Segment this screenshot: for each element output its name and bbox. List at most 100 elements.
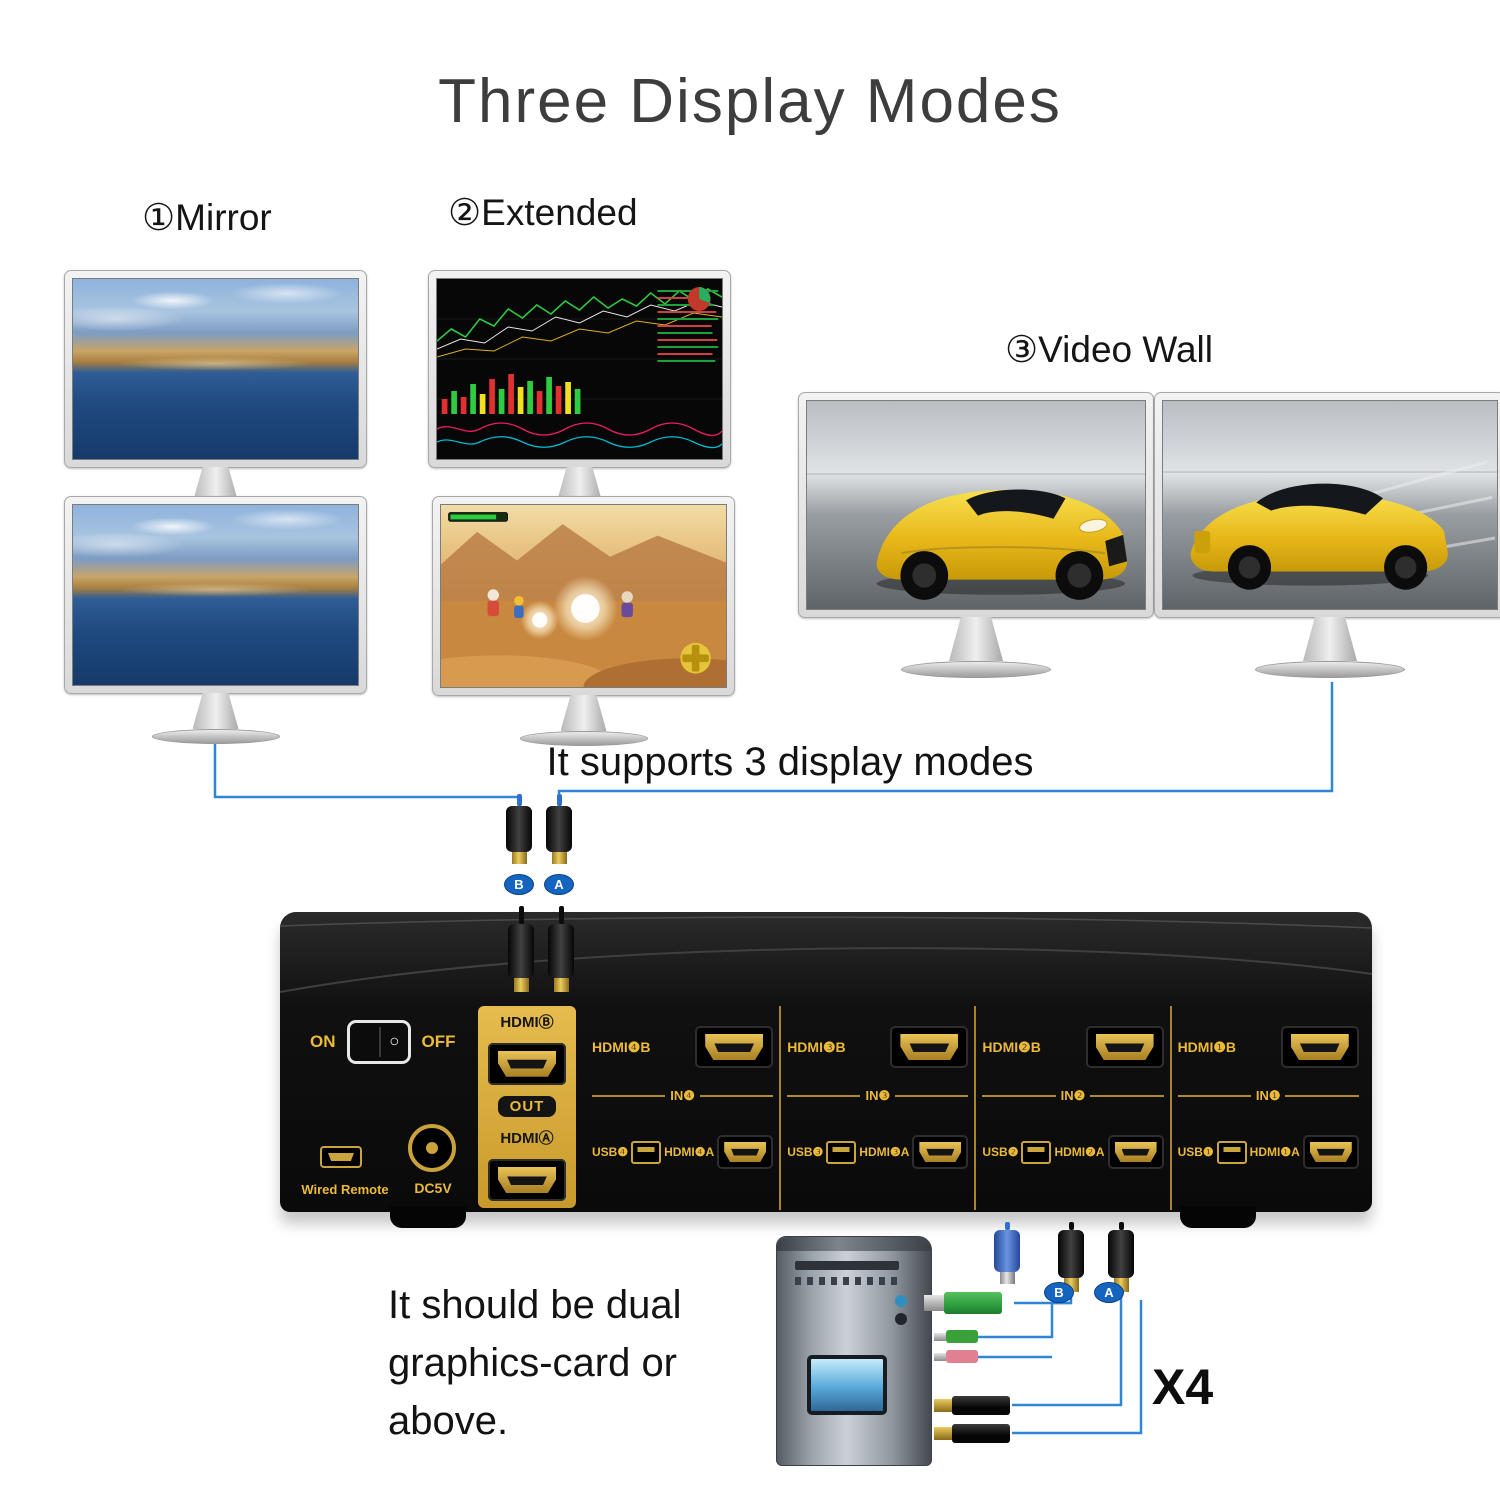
wired-remote-port xyxy=(320,1146,362,1168)
mode-label-video-wall: ③Video Wall xyxy=(1005,329,1213,370)
audio-jack-pink xyxy=(934,1350,978,1363)
hdmi-plug-into-out-b xyxy=(508,906,534,992)
monitor-extended-top xyxy=(428,270,731,518)
monitor-stand xyxy=(192,693,239,729)
usb-label: USB❸ xyxy=(787,1145,824,1159)
usb-label: USB❷ xyxy=(982,1145,1019,1159)
hdmi-b-label: HDMI❹B xyxy=(592,1038,651,1055)
monitor-base xyxy=(519,731,648,746)
monitor-base xyxy=(151,729,280,744)
usb-label: USB❹ xyxy=(592,1145,629,1159)
mode-label-extended: ②Extended xyxy=(448,192,638,233)
hdmi-plug-horizontal-2 xyxy=(934,1424,1010,1443)
usb-2-port xyxy=(1021,1140,1052,1164)
hdmi-a-label: HDMI❶A xyxy=(1249,1145,1300,1159)
usb-cable-plug xyxy=(994,1222,1020,1284)
hdmi-plug-horizontal-1 xyxy=(934,1396,1010,1415)
hdmi-cable-b-plug-bottom xyxy=(1058,1222,1084,1292)
input-group-1: HDMI❶B IN❶ USB❶ HDMI❶A xyxy=(1169,1006,1365,1210)
hdmi-a-label: HDMI❹A xyxy=(664,1145,715,1159)
out-badge: OUT xyxy=(497,1095,557,1117)
hdmi-a-label: HDMI❷A xyxy=(1054,1145,1105,1159)
cable-b-tag-bottom: B xyxy=(1044,1282,1074,1303)
pc-tower xyxy=(776,1236,932,1466)
note-line: graphics-card or xyxy=(388,1341,678,1385)
in-label: IN❷ xyxy=(1060,1088,1086,1103)
x4-label: X4 xyxy=(1152,1359,1214,1415)
pc-vents xyxy=(795,1277,899,1285)
pc-drive-bay xyxy=(795,1261,899,1270)
input-group-3: HDMI❸B IN❸ USB❸ HDMI❸A xyxy=(779,1006,974,1210)
kvm-switch-rear-panel: ON OFF HDMIⒷ OUT HDMIⒶ Wired Remote DC5V… xyxy=(280,912,1372,1228)
hdmi-2a-port xyxy=(1107,1135,1164,1169)
pc-power-button xyxy=(895,1295,907,1307)
hdmi-out-a-label: HDMIⒶ xyxy=(500,1130,554,1148)
input-group-4: HDMI❹B IN❹ USB❹ HDMI❹A xyxy=(586,1006,779,1210)
dc5v-label: DC5V xyxy=(414,1180,452,1196)
hdmi-2b-port xyxy=(1085,1026,1164,1068)
monitor-mirror-bottom xyxy=(64,496,367,744)
power-rocker-switch xyxy=(346,1020,411,1064)
device-foot xyxy=(390,1206,466,1228)
off-label: OFF xyxy=(421,1032,456,1051)
monitor-base xyxy=(1255,661,1405,678)
page-title: Three Display Modes xyxy=(438,67,1062,136)
hdmi-3b-port xyxy=(890,1026,969,1068)
hdmi-1b-port xyxy=(1280,1026,1359,1068)
hdmi-plug-into-out-a xyxy=(548,906,574,992)
cable-a-tag: A xyxy=(544,874,574,895)
graphics-card-note: It should be dual graphics-card or above… xyxy=(388,1276,682,1450)
usb-3-port xyxy=(826,1140,857,1164)
pc-top xyxy=(777,1237,931,1251)
hdmi-out-a-port xyxy=(488,1159,566,1201)
monitor-videowall-right xyxy=(1154,392,1500,678)
monitor-stand xyxy=(560,695,607,731)
usb-1-port xyxy=(1216,1140,1247,1164)
mirror-screen-image xyxy=(72,504,359,686)
in-label: IN❹ xyxy=(670,1088,695,1103)
input-group-2: HDMI❷B IN❷ USB❷ HDMI❷A xyxy=(974,1006,1169,1210)
car-screen-right xyxy=(1162,400,1498,610)
note-line: It should be dual xyxy=(388,1283,682,1327)
pc-lcd-display xyxy=(807,1355,887,1415)
monitor-stand xyxy=(1303,617,1357,661)
device-foot xyxy=(1180,1206,1256,1228)
input-ports-area: HDMI❹B IN❹ USB❹ HDMI❹A HDMI❸B IN❸ USB❸ H… xyxy=(586,1006,1362,1210)
game-screen xyxy=(440,504,727,688)
hdmi-out-b-port xyxy=(488,1042,566,1085)
monitor-videowall-left xyxy=(798,392,1154,678)
monitor-base xyxy=(901,661,1051,678)
hdmi-b-label: HDMI❸B xyxy=(787,1038,846,1055)
device-top-seam xyxy=(280,916,1372,993)
car-screen-left xyxy=(806,400,1146,610)
monitor-mirror-top xyxy=(64,270,367,518)
stock-chart-screen xyxy=(436,278,723,460)
power-switch-area: ON OFF xyxy=(310,1020,456,1064)
monitor-extended-bottom xyxy=(432,496,735,746)
cable-a-tag-bottom: A xyxy=(1094,1282,1124,1303)
usb-4-port xyxy=(631,1140,662,1164)
in-label: IN❸ xyxy=(865,1088,891,1103)
hdmi-out-b-label: HDMIⒷ xyxy=(500,1014,554,1031)
note-line: above. xyxy=(388,1399,509,1443)
hdmi-b-label: HDMI❶B xyxy=(1177,1038,1236,1055)
in-label: IN❶ xyxy=(1255,1088,1281,1103)
hdmi-a-label: HDMI❸A xyxy=(859,1145,910,1159)
cable-b-tag: B xyxy=(504,874,534,895)
mode-label-mirror: ①Mirror xyxy=(142,197,272,238)
audio-jack-green xyxy=(934,1330,978,1343)
hdmi-output-panel: HDMIⒷ OUT HDMIⒶ xyxy=(478,1006,576,1208)
hdmi-cable-b-plug xyxy=(506,794,532,864)
usb-label: USB❶ xyxy=(1177,1145,1214,1159)
dc-power-jack xyxy=(408,1124,456,1172)
wired-remote-label: Wired Remote xyxy=(301,1182,389,1197)
on-label: ON xyxy=(310,1032,336,1051)
supports-caption: It supports 3 display modes xyxy=(546,740,1034,784)
mirror-screen-image xyxy=(72,278,359,460)
hdmi-3a-port xyxy=(912,1135,969,1169)
hdmi-cable-a-plug xyxy=(546,794,572,864)
usb-a-green-plug xyxy=(924,1292,1002,1314)
monitor-stand xyxy=(949,617,1003,661)
hdmi-4a-port xyxy=(717,1135,774,1169)
hdmi-1a-port xyxy=(1302,1135,1359,1169)
